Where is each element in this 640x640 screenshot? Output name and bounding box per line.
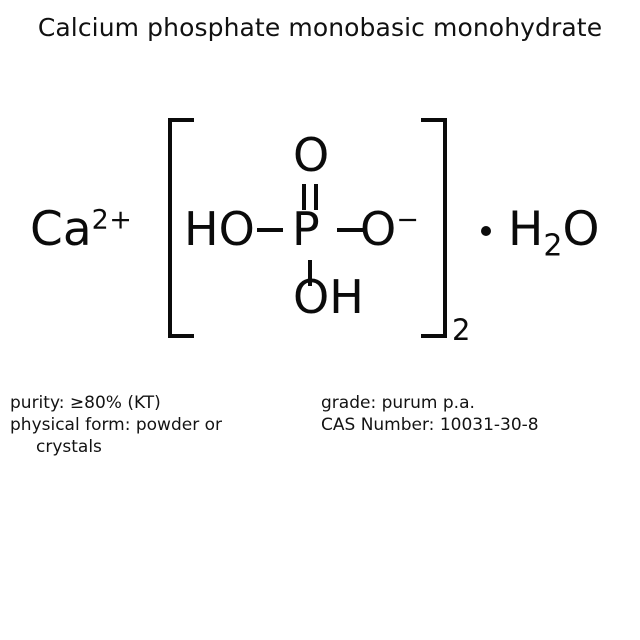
water-hydrogen-symbol: H <box>508 202 544 257</box>
phosphate-top-oxygen-label: O <box>293 128 330 182</box>
phosphorus-center-label: P <box>292 202 320 256</box>
property-purity: purity: ≥80% (KT) <box>10 393 161 413</box>
chemical-structure-diagram: Ca2+ 2 O HO P O− OH H2O <box>0 100 640 370</box>
double-bond-line-2 <box>314 184 318 210</box>
water-hydrogen-subscript: 2 <box>543 228 563 264</box>
calcium-cation-label: Ca2+ <box>30 206 132 253</box>
single-bond-p-to-o <box>337 228 363 232</box>
negative-charge-superscript: − <box>396 204 419 236</box>
page-title: Calcium phosphate monobasic monohydrate <box>37 13 603 42</box>
properties-column-right: grade: purum p.a. CAS Number: 10031-30-8 <box>321 392 631 436</box>
properties-column-left: purity: ≥80% (KT) physical form: powder … <box>10 392 310 458</box>
properties-block: purity: ≥80% (KT) physical form: powder … <box>0 392 640 482</box>
single-bond-p-to-oh <box>308 260 312 286</box>
bracket-right-icon <box>421 118 447 338</box>
anionic-oxygen-symbol: O <box>360 202 397 256</box>
calcium-element-symbol: Ca <box>30 202 92 257</box>
property-cas-number: CAS Number: 10031-30-8 <box>321 415 539 435</box>
water-molecule-label: H2O <box>508 206 599 261</box>
bracket-left-icon <box>168 118 194 338</box>
phosphate-hydroxyl-bottom-label: OH <box>293 270 364 324</box>
single-bond-ho-to-p <box>257 228 283 232</box>
calcium-charge-superscript: 2+ <box>91 204 133 236</box>
bracket-subscript-multiplier: 2 <box>452 313 471 347</box>
property-physical-form-continuation: crystals <box>36 437 102 457</box>
water-oxygen-symbol: O <box>562 202 600 257</box>
phosphate-anionic-oxygen-label: O− <box>360 206 419 252</box>
hydrate-separator-dot-icon <box>481 226 491 236</box>
phosphate-hydroxyl-left-label: HO <box>184 202 255 256</box>
property-grade: grade: purum p.a. <box>321 393 475 413</box>
double-bond-line-1 <box>302 184 306 210</box>
property-physical-form: physical form: powder or <box>10 415 222 435</box>
